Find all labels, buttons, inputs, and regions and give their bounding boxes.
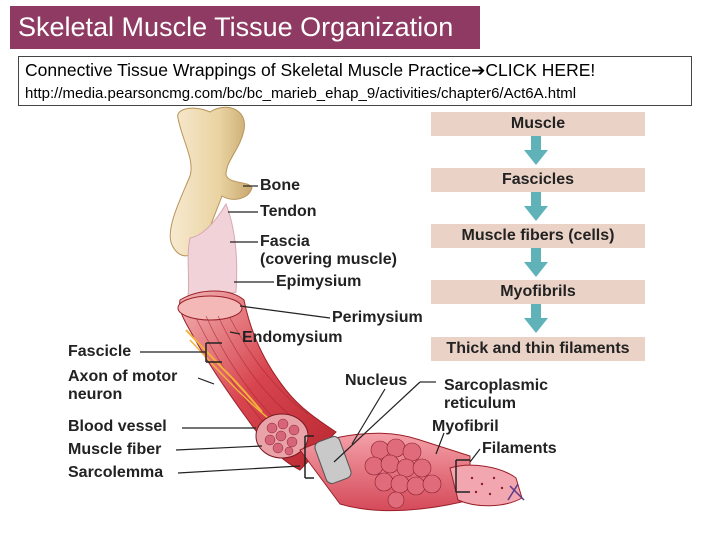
bone-shape bbox=[169, 106, 253, 257]
label-fascia: Fascia bbox=[260, 233, 310, 250]
myofibril-shape bbox=[449, 464, 523, 507]
label-epimysium: Epimysium bbox=[276, 273, 362, 290]
label-perimysium: Perimysium bbox=[332, 309, 423, 326]
label-bone: Bone bbox=[260, 177, 300, 194]
label-reticulum: reticulum bbox=[444, 395, 517, 412]
practice-text: Connective Tissue Wrappings of Skeletal … bbox=[25, 60, 472, 80]
label-sarcolemma: Sarcolemma bbox=[68, 464, 164, 481]
practice-link-box[interactable]: Connective Tissue Wrappings of Skeletal … bbox=[18, 56, 692, 106]
right-arrow-icon: ➔ bbox=[471, 61, 486, 80]
label-fascia-note: (covering muscle) bbox=[260, 251, 397, 268]
practice-line[interactable]: Connective Tissue Wrappings of Skeletal … bbox=[25, 60, 595, 81]
label-tendon: Tendon bbox=[260, 203, 317, 220]
practice-url[interactable]: http://media.pearsoncmg.com/bc/bc_marieb… bbox=[25, 85, 577, 102]
label-filaments: Filaments bbox=[482, 440, 557, 457]
label-myofibril: Myofibril bbox=[432, 418, 499, 435]
hierarchy-filaments: Thick and thin filaments bbox=[431, 337, 645, 361]
label-fascicle: Fascicle bbox=[68, 343, 132, 360]
muscle-cross-section bbox=[177, 295, 243, 321]
hierarchy-muscle-fibers: Muscle fibers (cells) bbox=[431, 224, 645, 248]
hierarchy-fascicles: Fascicles bbox=[431, 168, 645, 192]
label-muscle-fiber: Muscle fiber bbox=[68, 441, 162, 458]
tendon-shape bbox=[187, 202, 238, 299]
label-endomysium: Endomysium bbox=[242, 329, 343, 346]
click-here-link[interactable]: CLICK HERE! bbox=[485, 60, 596, 80]
hierarchy-arrows bbox=[524, 136, 548, 333]
label-blood-vessel: Blood vessel bbox=[68, 418, 167, 435]
label-axon: Axon of motor bbox=[68, 368, 178, 385]
slide-title: Skeletal Muscle Tissue Organization bbox=[10, 6, 480, 49]
hierarchy-myofibrils: Myofibrils bbox=[431, 280, 645, 304]
label-sarcoplasmic: Sarcoplasmic bbox=[444, 377, 549, 394]
label-nucleus: Nucleus bbox=[345, 372, 408, 389]
hierarchy-muscle: Muscle bbox=[431, 112, 645, 136]
label-neuron: neuron bbox=[68, 386, 123, 403]
